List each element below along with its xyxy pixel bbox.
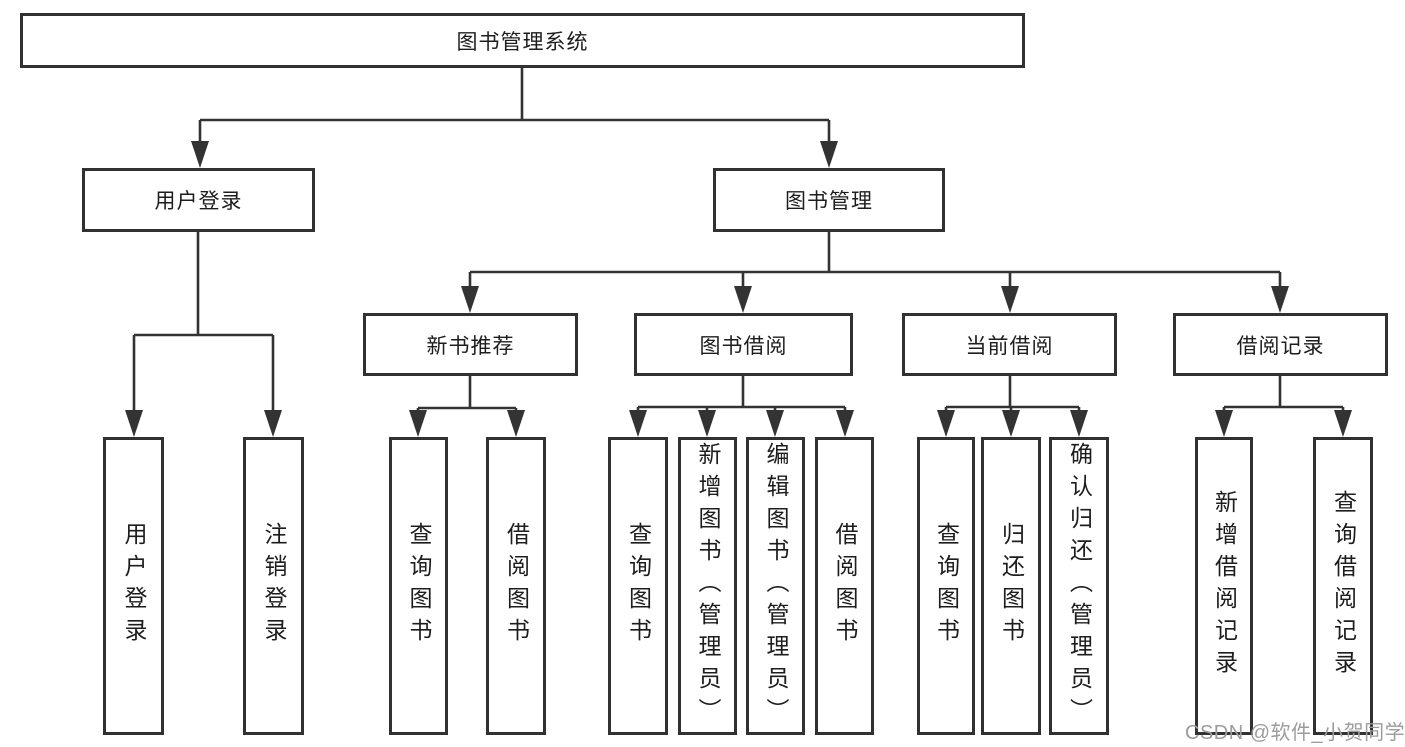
leaf-label: 查询借阅记录 <box>1330 490 1357 682</box>
arrowheads <box>125 141 1352 437</box>
node-current-borrowing: 当前借阅 <box>902 313 1117 376</box>
leaf-add-book-admin: 新增图书（管理员） <box>678 437 737 735</box>
node-library-management-system: 图书管理系统 <box>20 13 1025 68</box>
leaf-label: 借阅图书 <box>832 522 858 650</box>
node-label: 图书管理系统 <box>456 30 589 54</box>
leaf-label: 查询图书 <box>933 522 960 650</box>
leaf-edit-book-admin: 编辑图书（管理员） <box>746 437 805 735</box>
leaf-label: 查询图书 <box>625 522 652 650</box>
leaf-label: 注销登录 <box>261 522 287 650</box>
node-user-login: 用户登录 <box>82 168 315 232</box>
leaf-user-login: 用户登录 <box>103 437 164 735</box>
leaf-label: 借阅图书 <box>503 522 530 650</box>
node-label: 当前借阅 <box>965 334 1054 358</box>
leaf-label: 确认归还（管理员） <box>1066 442 1093 730</box>
node-book-management: 图书管理 <box>713 168 945 232</box>
leaf-label: 归还图书 <box>998 522 1025 650</box>
node-label: 图书借阅 <box>699 334 788 358</box>
node-label: 图书管理 <box>785 190 873 213</box>
leaf-borrow-books-recommend: 借阅图书 <box>486 437 546 735</box>
leaf-label: 查询图书 <box>406 522 432 650</box>
leaf-query-books-borrowing: 查询图书 <box>608 437 668 735</box>
leaf-label: 用户登录 <box>121 522 147 650</box>
leaf-add-borrow-record: 新增借阅记录 <box>1195 437 1253 735</box>
leaf-label: 新增借阅记录 <box>1211 490 1238 682</box>
node-label: 用户登录 <box>154 190 243 213</box>
leaf-query-borrow-record: 查询借阅记录 <box>1313 437 1373 735</box>
csdn-watermark: CSDN @软件_小贺同学 <box>1185 722 1405 744</box>
leaf-confirm-return-admin: 确认归还（管理员） <box>1049 437 1109 735</box>
node-borrow-records: 借阅记录 <box>1173 313 1388 376</box>
leaf-query-books-current: 查询图书 <box>917 437 975 735</box>
leaf-logout: 注销登录 <box>243 437 304 735</box>
node-book-borrowing: 图书借阅 <box>634 313 853 376</box>
leaf-query-books-recommend: 查询图书 <box>389 437 448 735</box>
leaf-return-books: 归还图书 <box>981 437 1041 735</box>
node-label: 新书推荐 <box>426 334 515 358</box>
leaf-label: 编辑图书（管理员） <box>763 442 789 730</box>
node-label: 借阅记录 <box>1236 334 1325 358</box>
leaf-label: 新增图书（管理员） <box>695 442 721 730</box>
leaf-borrow-books: 借阅图书 <box>815 437 874 735</box>
node-new-book-recommend: 新书推荐 <box>363 313 578 376</box>
